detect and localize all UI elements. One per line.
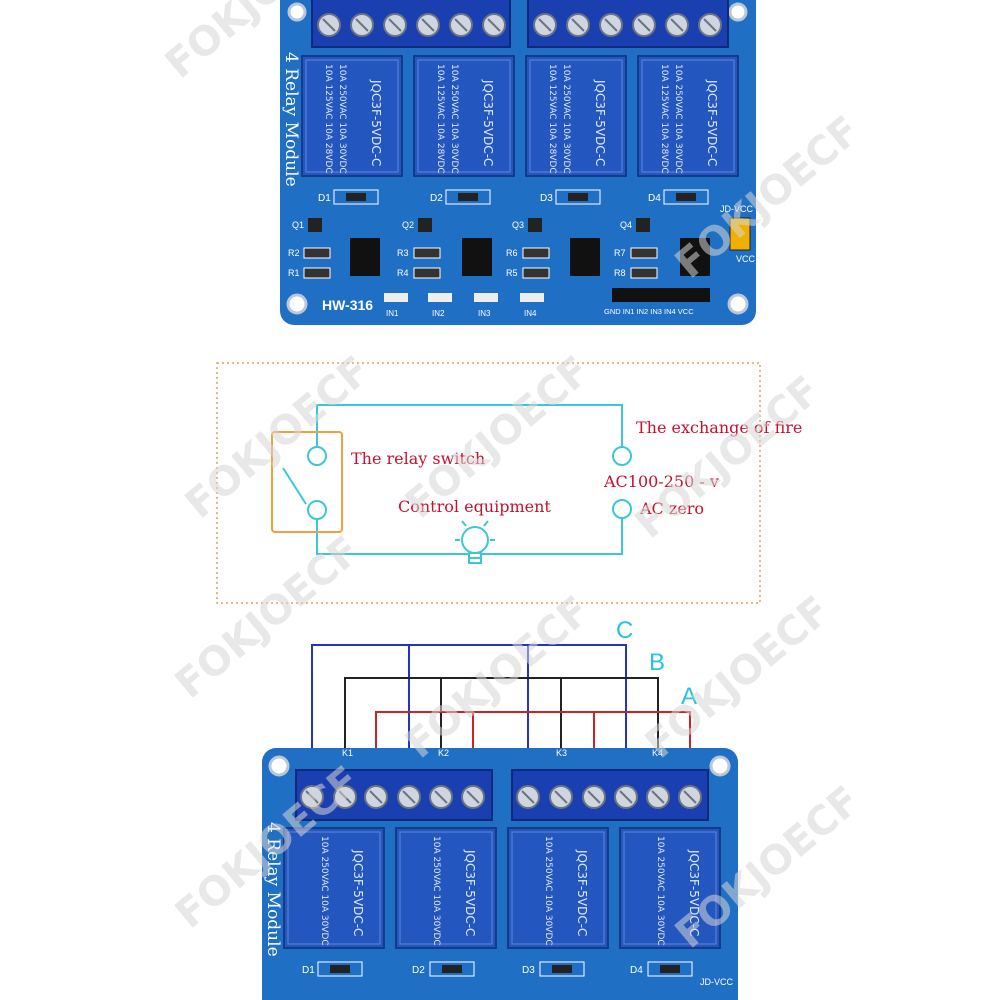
svg-text:FOKJOECF: FOKJOECF (627, 368, 829, 548)
svg-text:D1: D1 (318, 193, 331, 204)
svg-text:IN4: IN4 (524, 309, 537, 318)
svg-text:JQC3F-5VDC-C: JQC3F-5VDC-C (369, 79, 383, 166)
svg-text:10A 250VAC 10A 30VDC: 10A 250VAC 10A 30VDC (431, 836, 441, 946)
svg-text:D4: D4 (630, 965, 643, 976)
svg-text:Q1: Q1 (292, 220, 304, 230)
bottom-module-title: 4 Relay Module (263, 822, 283, 957)
line-b-label: B (649, 649, 665, 676)
svg-text:10A 125VAC 10A 28VDC: 10A 125VAC 10A 28VDC (547, 64, 557, 174)
svg-text:JQC3F-5VDC-C: JQC3F-5VDC-C (351, 849, 365, 936)
input-leds: IN1 IN2 IN3 IN4 (384, 293, 544, 318)
svg-text:D1: D1 (302, 965, 315, 976)
svg-text:R1: R1 (288, 268, 300, 278)
svg-text:10A 125VAC 10A 28VDC: 10A 125VAC 10A 28VDC (659, 64, 669, 174)
svg-text:GND IN1 IN2 IN3 IN4 VCC: GND IN1 IN2 IN3 IN4 VCC (604, 307, 694, 316)
top-relay-4: JQC3F-5VDC-C 10A 250VAC 10A 30VDC 10A 12… (637, 55, 739, 177)
svg-text:JQC3F-5VDC-C: JQC3F-5VDC-C (593, 79, 607, 166)
svg-text:JD-VCC: JD-VCC (700, 977, 733, 987)
svg-text:D2: D2 (430, 193, 443, 204)
svg-text:R3: R3 (397, 248, 409, 258)
svg-text:D3: D3 (540, 193, 553, 204)
svg-text:10A 250VAC 10A 30VDC: 10A 250VAC 10A 30VDC (561, 64, 571, 174)
bottom-relay-3: JQC3F-5VDC-C 10A 250VAC 10A 30VDC (507, 827, 609, 949)
svg-text:IN3: IN3 (478, 309, 491, 318)
relay-switch-label: The relay switch (351, 449, 485, 468)
fire-exchange-label: The exchange of fire (636, 418, 802, 437)
svg-text:JQC3F-5VDC-C: JQC3F-5VDC-C (687, 849, 701, 936)
bottom-relay-2: JQC3F-5VDC-C 10A 250VAC 10A 30VDC (395, 827, 497, 949)
svg-text:10A 250VAC 10A 30VDC: 10A 250VAC 10A 30VDC (319, 836, 329, 946)
svg-text:R2: R2 (288, 248, 300, 258)
svg-text:R7: R7 (614, 248, 626, 258)
top-relay-board: JQC3F-5VDC-C 10A 250VAC 10A 30VDC 10A 12… (280, 0, 756, 325)
line-a-label: A (681, 683, 697, 710)
pin-header: GND IN1 IN2 IN3 IN4 VCC (604, 288, 710, 316)
module-title: 4 Relay Module (281, 52, 301, 187)
svg-text:D2: D2 (412, 965, 425, 976)
bottom-relay-board: K1 K2 K3 K4 JQC3F-5VDC-C 10A 250VAC 10A … (262, 748, 738, 1000)
bottom-relay-4: JQC3F-5VDC-C 10A 250VAC 10A 30VDC (619, 827, 721, 949)
svg-text:10A 250VAC 10A 30VDC: 10A 250VAC 10A 30VDC (655, 836, 665, 946)
top-relay-2: JQC3F-5VDC-C 10A 250VAC 10A 30VDC 10A 12… (413, 55, 515, 177)
svg-text:R6: R6 (506, 248, 518, 258)
circuit-diagram: The relay switch Control equipment The e… (216, 362, 802, 604)
svg-text:JD-VCC: JD-VCC (720, 204, 753, 214)
svg-text:IN1: IN1 (386, 309, 399, 318)
bottom-relay-1: JQC3F-5VDC-C 10A 250VAC 10A 30VDC (283, 827, 385, 949)
top-components: Q1 Q2 Q3 Q4 R2 R1 R3 R4 R6 R5 R7 R8 (288, 218, 710, 279)
top-terminal-block-right (527, 0, 729, 48)
svg-text:Q3: Q3 (512, 220, 524, 230)
control-equipment-label: Control equipment (398, 497, 551, 516)
svg-text:10A 250VAC 10A 30VDC: 10A 250VAC 10A 30VDC (337, 64, 347, 174)
top-relay-3: JQC3F-5VDC-C 10A 250VAC 10A 30VDC 10A 12… (525, 55, 627, 177)
svg-text:JQC3F-5VDC-C: JQC3F-5VDC-C (575, 849, 589, 936)
svg-text:D4: D4 (648, 193, 661, 204)
svg-text:FOKJOECF: FOKJOECF (637, 588, 839, 768)
ac-zero-label: AC zero (639, 499, 704, 518)
svg-text:Q2: Q2 (402, 220, 414, 230)
svg-text:FOKJOECF: FOKJOECF (167, 528, 369, 708)
svg-text:K1: K1 (342, 748, 353, 758)
top-relay-1: JQC3F-5VDC-C 10A 250VAC 10A 30VDC 10A 12… (301, 55, 403, 177)
svg-text:10A 125VAC 10A 28VDC: 10A 125VAC 10A 28VDC (435, 64, 445, 174)
bulb-icon (455, 520, 495, 564)
jd-vcc-jumper: JD-VCC VCC (720, 204, 756, 264)
svg-text:10A 125VAC 10A 28VDC: 10A 125VAC 10A 28VDC (323, 64, 333, 174)
voltage-label: AC100-250 - v (603, 472, 719, 491)
svg-text:K2: K2 (438, 748, 449, 758)
svg-text:JQC3F-5VDC-C: JQC3F-5VDC-C (705, 79, 719, 166)
svg-text:FOKJOECF: FOKJOECF (177, 348, 379, 528)
top-diodes: D1 D2 D3 D4 (318, 189, 709, 205)
svg-text:JQC3F-5VDC-C: JQC3F-5VDC-C (463, 849, 477, 936)
model-label: HW-316 (322, 297, 373, 313)
svg-text:K3: K3 (556, 748, 567, 758)
svg-text:VCC: VCC (736, 254, 756, 264)
svg-text:R5: R5 (506, 268, 518, 278)
svg-text:Q4: Q4 (620, 220, 632, 230)
svg-text:D3: D3 (522, 965, 535, 976)
svg-text:R4: R4 (397, 268, 409, 278)
svg-text:10A 250VAC 10A 30VDC: 10A 250VAC 10A 30VDC (673, 64, 683, 174)
top-terminal-block-left (311, 0, 511, 48)
svg-text:10A 250VAC 10A 30VDC: 10A 250VAC 10A 30VDC (543, 836, 553, 946)
line-c-label: C (616, 617, 633, 644)
svg-text:IN2: IN2 (432, 309, 445, 318)
svg-text:JQC3F-5VDC-C: JQC3F-5VDC-C (481, 79, 495, 166)
relay-switch-box (271, 431, 343, 533)
svg-text:R8: R8 (614, 268, 626, 278)
svg-text:10A 250VAC 10A 30VDC: 10A 250VAC 10A 30VDC (449, 64, 459, 174)
svg-text:K4: K4 (652, 748, 663, 758)
